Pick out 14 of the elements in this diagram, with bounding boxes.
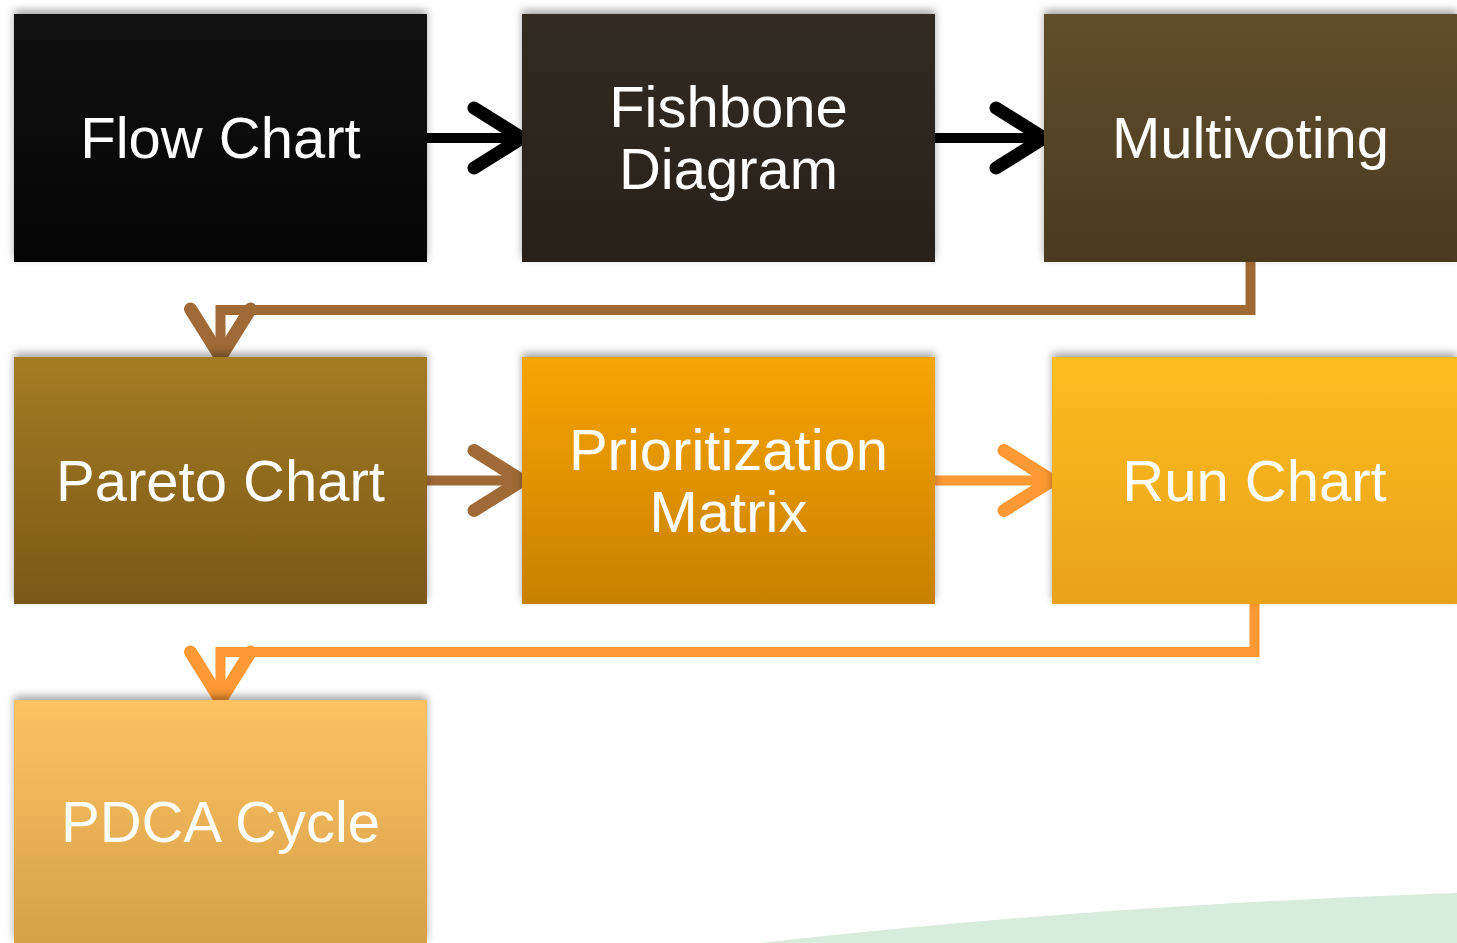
process-box: [14, 357, 427, 604]
box-label: Run Chart: [1121, 449, 1388, 512]
box-label: Multivoting: [1110, 107, 1391, 169]
process-box: [522, 14, 935, 262]
box-label: Pareto Chart: [55, 449, 386, 512]
process-box: [1044, 14, 1457, 262]
process-box: [14, 700, 427, 943]
process-box: [522, 357, 935, 604]
process-box: [14, 14, 427, 262]
box-label: Flow Chart: [79, 107, 362, 169]
box-label: PDCA Cycle: [59, 790, 382, 853]
process-box: [1052, 357, 1457, 604]
box-label: Fishbone Diagram: [608, 76, 849, 200]
box-label: Prioritization Matrix: [567, 418, 890, 543]
